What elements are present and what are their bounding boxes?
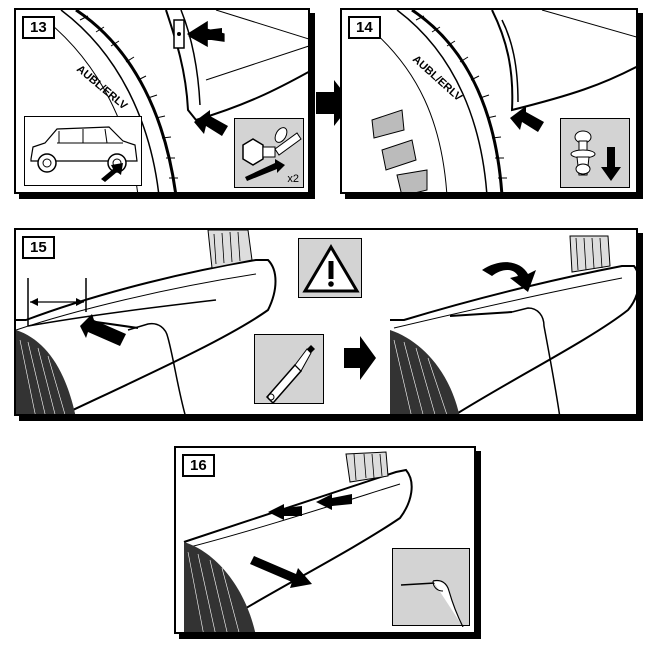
car-icon <box>30 126 138 182</box>
step-15-number: 15 <box>22 236 55 259</box>
step-13-number: 13 <box>22 16 55 39</box>
pointer-arrow-icon <box>400 579 464 627</box>
step-13-panel: 13 AUBL/ERLV <box>14 8 310 194</box>
bumper-trim-illustration-right <box>390 235 636 414</box>
wheel-arch-illustration-13: AUBL/ERLV <box>45 10 308 192</box>
step-16-panel: 16 <box>174 446 476 634</box>
step-15-panel: 15 <box>14 228 638 416</box>
clip-fastener-icon <box>570 130 621 181</box>
vehicle-location-inset <box>24 116 142 186</box>
warning-inset <box>298 238 362 298</box>
svg-text:AUBL/ERLV: AUBL/ERLV <box>410 53 465 104</box>
step-14-panel: 14 AUBL/ERLV <box>340 8 638 194</box>
clip-inset <box>560 118 630 188</box>
wheel-arch-illustration-14: AUBL/ERLV <box>371 10 636 192</box>
trim-tool-inset <box>254 334 324 405</box>
quantity-label: x2 <box>287 173 299 185</box>
step-14-number: 14 <box>348 16 381 39</box>
warning-triangle-icon <box>302 244 360 293</box>
bolt-icon <box>242 127 302 181</box>
bumper-trim-illustration-left <box>16 230 277 414</box>
hand-tool-inset <box>392 548 470 627</box>
step-16-number: 16 <box>182 454 215 477</box>
svg-text:AUBL/ERLV: AUBL/ERLV <box>74 63 130 113</box>
trim-tool-icon <box>265 345 315 405</box>
next-step-arrow-icon <box>344 336 376 380</box>
bolt-inset: x2 <box>234 118 304 188</box>
trim-removal-illustration <box>183 451 413 632</box>
